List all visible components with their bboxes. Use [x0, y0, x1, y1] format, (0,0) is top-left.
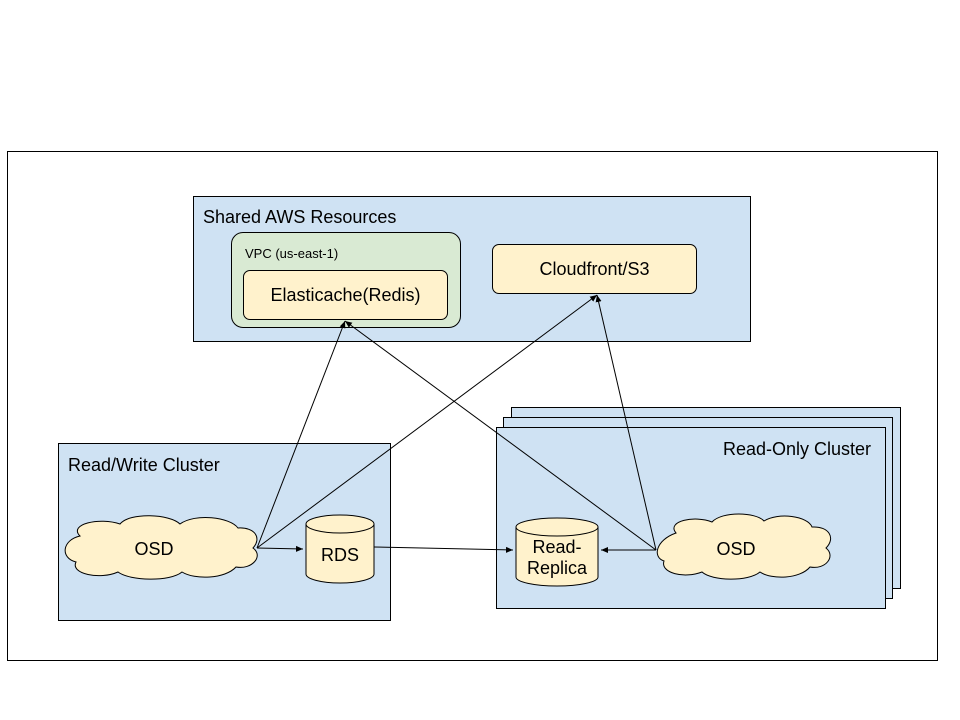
vpc-title: VPC (us-east-1) — [245, 246, 339, 261]
elasticache-node: Elasticache(Redis) — [243, 270, 448, 320]
read-only-cluster-title: Read-Only Cluster — [723, 439, 872, 459]
read-replica-cylinder-shape — [515, 517, 599, 587]
ro-osd-label: OSD — [716, 538, 756, 559]
connector-rds-to-read-replica — [373, 546, 514, 553]
rw-osd-label: OSD — [134, 538, 174, 559]
read-replica-label: Read- Replica — [526, 537, 588, 578]
connector-ro-osd-to-elasticache — [344, 320, 657, 551]
rds-label: RDS — [320, 544, 359, 565]
rds-cylinder-shape — [305, 514, 375, 584]
ro-osd-cloud-shape — [656, 513, 831, 580]
connector-rw-osd-to-cloudfront — [256, 294, 598, 549]
shared-aws-resources-title: Shared AWS Resources — [203, 207, 397, 227]
cloudfront-s3-node: Cloudfront/S3 — [492, 244, 697, 294]
connector-rw-osd-to-elasticache — [256, 320, 346, 549]
connector-ro-osd-to-cloudfront — [595, 294, 657, 551]
connector-rw-osd-to-rds — [256, 545, 304, 552]
elasticache-label: Elasticache(Redis) — [270, 284, 421, 305]
read-write-cluster-title: Read/Write Cluster — [68, 455, 220, 475]
cloudfront-s3-label: Cloudfront/S3 — [539, 258, 650, 279]
rw-osd-cloud-shape — [64, 515, 258, 580]
